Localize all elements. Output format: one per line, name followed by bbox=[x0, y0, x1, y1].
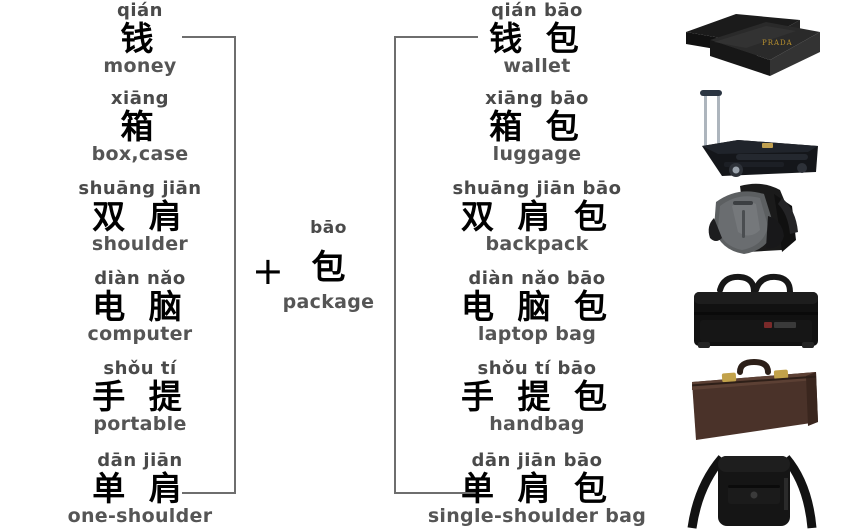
single-shoulder-bag-photo bbox=[678, 452, 830, 530]
gloss-text: shoulder bbox=[91, 233, 189, 255]
hanzi-text: 双 肩 包 bbox=[461, 197, 613, 236]
pinyin-text: diàn nǎo bāo bbox=[468, 268, 606, 289]
gloss-text: handbag bbox=[489, 413, 585, 435]
luggage-photo bbox=[678, 88, 830, 180]
pinyin-text: diàn nǎo bbox=[94, 268, 186, 289]
handbag-photo bbox=[678, 358, 830, 452]
left-word-shoulder: shuāng jiān 双 肩 shoulder bbox=[0, 180, 280, 254]
backpack-photo bbox=[678, 180, 830, 270]
right-word-laptop-bag: diàn nǎo bāo 电 脑 包 laptop bag bbox=[372, 270, 702, 344]
hanzi-text: 包 bbox=[311, 248, 346, 288]
morpheme-bao: bāo 包 package bbox=[276, 218, 381, 313]
gloss-text: backpack bbox=[485, 233, 589, 255]
gloss-text: wallet bbox=[503, 55, 571, 77]
left-word-computer: diàn nǎo 电 脑 computer bbox=[0, 270, 280, 344]
right-word-wallet: qián bāo 钱 包 wallet bbox=[372, 2, 702, 76]
right-word-luggage: xiāng bāo 箱 包 luggage bbox=[372, 90, 702, 164]
gloss-text: box,case bbox=[91, 143, 189, 165]
hanzi-text: 电 脑 bbox=[92, 287, 188, 326]
left-word-one-shoulder: dān jiān 单 肩 one-shoulder bbox=[0, 452, 280, 526]
hanzi-text: 箱 包 bbox=[489, 107, 585, 146]
plus-icon: + bbox=[252, 249, 284, 293]
morpheme-bao-group: + bāo 包 package bbox=[248, 218, 383, 313]
gloss-text: single-shoulder bag bbox=[427, 505, 647, 527]
gloss-text: luggage bbox=[492, 143, 582, 165]
pinyin-text: shuāng jiān bbox=[78, 178, 202, 199]
laptop-bag-photo bbox=[678, 272, 830, 360]
pinyin-text: dān jiān bbox=[97, 450, 183, 471]
hanzi-text: 手 提 包 bbox=[461, 377, 613, 416]
hanzi-text: 单 肩 bbox=[92, 469, 188, 508]
pinyin-text: bāo bbox=[310, 218, 347, 238]
left-word-money: qián 钱 money bbox=[0, 2, 280, 76]
pinyin-text: qián bāo bbox=[491, 0, 583, 21]
gloss-text: package bbox=[282, 291, 375, 313]
pinyin-text: qián bbox=[116, 0, 163, 21]
hanzi-text: 单 肩 包 bbox=[461, 469, 613, 508]
hanzi-text: 双 肩 bbox=[92, 197, 188, 236]
left-word-box-case: xiāng 箱 box,case bbox=[0, 90, 280, 164]
gloss-text: laptop bag bbox=[477, 323, 597, 345]
pinyin-text: dān jiān bāo bbox=[471, 450, 603, 471]
pinyin-text: xiāng bbox=[110, 88, 170, 109]
hanzi-text: 电 脑 包 bbox=[461, 287, 613, 326]
hanzi-text: 钱 包 bbox=[489, 19, 585, 58]
pinyin-text: shǒu tí bbox=[103, 358, 177, 379]
svg-text:PRADA: PRADA bbox=[762, 39, 793, 47]
pinyin-text: shǒu tí bāo bbox=[477, 358, 597, 379]
pinyin-text: shuāng jiān bāo bbox=[452, 178, 622, 199]
hanzi-text: 手 提 bbox=[92, 377, 188, 416]
gloss-text: computer bbox=[87, 323, 193, 345]
right-word-handbag: shǒu tí bāo 手 提 包 handbag bbox=[372, 360, 702, 434]
right-group-bracket bbox=[394, 36, 478, 494]
gloss-text: one-shoulder bbox=[67, 505, 213, 527]
gloss-text: money bbox=[103, 55, 177, 77]
right-word-backpack: shuāng jiān bāo 双 肩 包 backpack bbox=[372, 180, 702, 254]
hanzi-text: 箱 bbox=[120, 107, 160, 146]
wallet-photo: PRADA bbox=[678, 4, 830, 88]
left-word-portable: shǒu tí 手 提 portable bbox=[0, 360, 280, 434]
gloss-text: portable bbox=[93, 413, 187, 435]
right-word-single-shoulder-bag: dān jiān bāo 单 肩 包 single-shoulder bag bbox=[372, 452, 702, 526]
left-group-bracket bbox=[182, 36, 236, 494]
hanzi-text: 钱 bbox=[120, 19, 160, 58]
pinyin-text: xiāng bāo bbox=[485, 88, 589, 109]
